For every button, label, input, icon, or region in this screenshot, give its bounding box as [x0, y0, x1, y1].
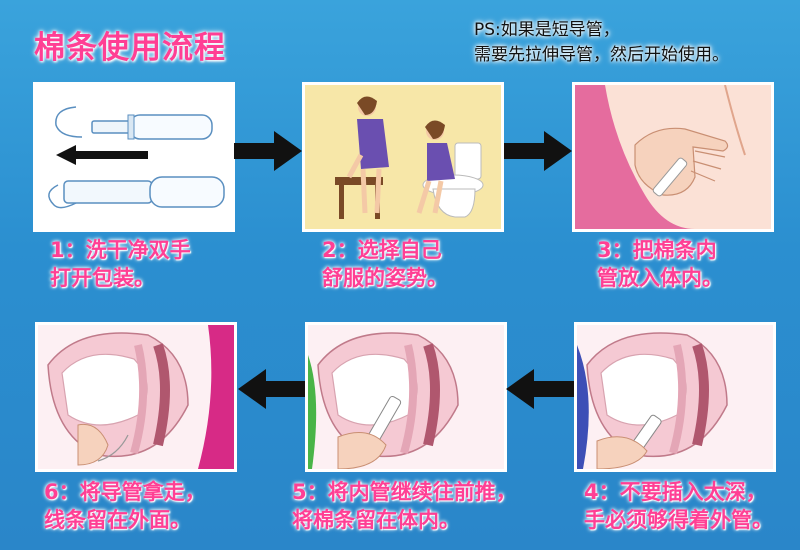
ps-note-line-1: PS:如果是短导管，: [474, 20, 620, 40]
page-title: 棉条使用流程: [34, 30, 226, 66]
step-4-line-1: 4：不要插入太深，: [584, 480, 767, 504]
step-1-caption: 1：洗干净双手 打开包装。: [50, 236, 191, 292]
step-5-illustration: [305, 322, 507, 472]
step-5-line-1: 5：将内管继续往前推，: [292, 480, 517, 504]
step-3-line-1: 3：把棉条内: [597, 238, 717, 262]
step-6-caption: 6：将导管拿走， 线条留在外面。: [44, 478, 206, 534]
step-1-illustration: [33, 82, 235, 232]
step-4-line-2: 手必须够得着外管。: [584, 508, 773, 532]
step-4-illustration: [574, 322, 776, 472]
step-6-line-1: 6：将导管拿走，: [44, 480, 206, 504]
step-1-line-1: 1：洗干净双手: [50, 238, 191, 262]
step-2-illustration: [302, 82, 504, 232]
step-6-line-2: 线条留在外面。: [44, 508, 191, 532]
step-2-caption: 2：选择自己 舒服的姿势。: [322, 236, 448, 292]
step-4-caption: 4：不要插入太深， 手必须够得着外管。: [584, 478, 773, 534]
step-3-illustration: [572, 82, 774, 232]
arrow-left-icon: [506, 369, 574, 409]
step-5-caption: 5：将内管继续往前推， 将棉条留在体内。: [292, 478, 517, 534]
ps-note: PS:如果是短导管， 需要先拉伸导管，然后开始使用。: [474, 18, 794, 68]
step-2-line-1: 2：选择自己: [322, 238, 442, 262]
ps-note-line-2: 需要先拉伸导管，然后开始使用。: [474, 45, 729, 65]
step-2-line-2: 舒服的姿势。: [322, 266, 448, 290]
step-6-illustration: [35, 322, 237, 472]
step-1-line-2: 打开包装。: [50, 266, 155, 290]
arrow-right-icon: [234, 131, 302, 171]
step-5-line-2: 将棉条留在体内。: [292, 508, 460, 532]
arrow-right-icon: [504, 131, 572, 171]
arrow-left-icon: [238, 369, 306, 409]
step-3-caption: 3：把棉条内 管放入体内。: [597, 236, 723, 292]
step-3-line-2: 管放入体内。: [597, 266, 723, 290]
